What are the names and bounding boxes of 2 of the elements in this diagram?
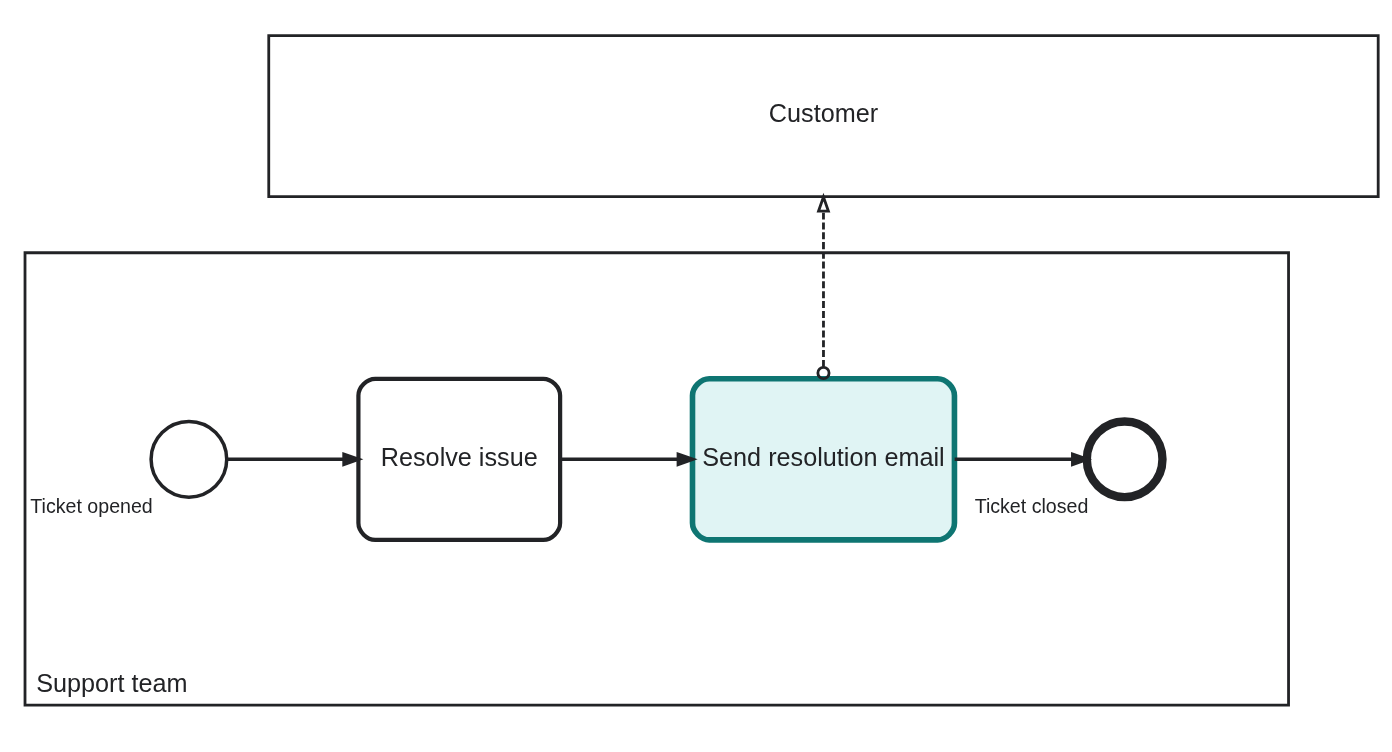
node-label: Ticket opened [30,494,153,517]
node-label: Ticket closed [974,494,1089,517]
